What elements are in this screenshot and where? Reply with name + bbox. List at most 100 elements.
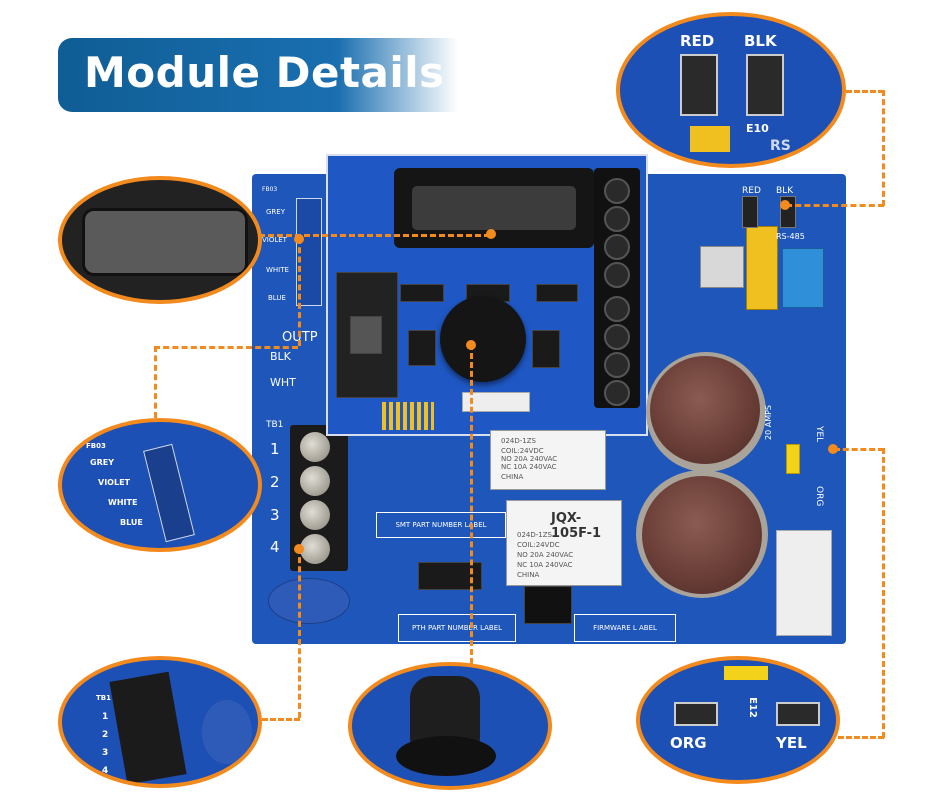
zoom-yellow-header — [690, 126, 730, 152]
callout-line — [786, 204, 884, 207]
zoom-jumper-yel — [776, 702, 820, 726]
rj-connector — [524, 586, 572, 624]
silk-amps: 20 AMPS — [764, 405, 773, 440]
callout-line — [882, 448, 885, 738]
callout-line — [254, 718, 300, 721]
slide-switch — [350, 316, 382, 354]
lcd-screen — [412, 186, 576, 230]
zoom-org-yel-jumpers: E12 ORG YEL — [636, 656, 840, 784]
silk-term-2: 2 — [270, 473, 280, 491]
rotary-knob[interactable] — [440, 296, 526, 382]
terminal-screw-3 — [300, 500, 330, 530]
strip-screw — [604, 352, 630, 378]
zoom-red-label: RED — [680, 32, 715, 50]
capacitor-top — [650, 356, 760, 464]
smt-label-box: SMT PART NUMBER LABEL — [376, 512, 506, 538]
callout-dot — [486, 229, 496, 239]
callout-line — [250, 234, 490, 237]
terminal-screw-2 — [300, 466, 330, 496]
zoom-white-label: WHITE — [108, 498, 138, 507]
callout-line — [838, 736, 884, 739]
zoom-fb-label: FB03 — [86, 442, 106, 450]
zoom-blk-label: BLK — [744, 32, 777, 50]
strip-screw — [604, 296, 630, 322]
silk-violet: VIOLET — [262, 236, 287, 244]
callout-line — [882, 90, 885, 206]
silk-rs485: RS-485 — [776, 232, 805, 241]
pth-label-box: PTH PART NUMBER LABEL — [398, 614, 516, 642]
zoom-org-label: ORG — [670, 734, 707, 752]
callout-line — [298, 548, 301, 718]
silk-wht: WHT — [270, 376, 296, 389]
zoom-wire-header: FB03 GREY VIOLET WHITE BLUE — [58, 418, 262, 552]
zoom-blue-disc — [202, 700, 252, 764]
terminal-screw-4 — [300, 534, 330, 564]
strip-screw — [604, 234, 630, 260]
capacitor-bottom — [642, 476, 762, 594]
ic-u4 — [532, 330, 560, 368]
fb-label: FB03 — [262, 186, 278, 193]
page-title: Module Details — [84, 48, 445, 97]
firmware-label-box: FIRMWARE L ABEL — [574, 614, 676, 642]
callout-dot — [466, 340, 476, 350]
edge-contacts — [382, 402, 434, 430]
zoom-tb1-label: TB1 — [96, 694, 111, 702]
silk-blk: BLK — [270, 350, 291, 363]
silk-org: ORG — [814, 486, 824, 507]
callout-line — [154, 346, 298, 349]
strip-screw — [604, 262, 630, 288]
callout-line — [470, 344, 473, 664]
callout-line — [838, 90, 884, 93]
callout-dot — [294, 544, 304, 554]
silk-term-3: 3 — [270, 506, 280, 524]
zoom-terminal-block: TB1 1 2 3 4 — [58, 656, 262, 788]
zoom-red-blk-jumpers: RED BLK E10 RS — [616, 12, 846, 168]
callout-line — [298, 238, 301, 346]
relay-lower: JQX-105F-1 024D-1ZS COIL:24VDC NO 20A 24… — [506, 500, 622, 586]
zoom-jumper-org — [674, 702, 718, 726]
zoom-display — [58, 176, 262, 304]
strip-screw — [604, 178, 630, 204]
zoom-grey-label: GREY — [90, 458, 114, 467]
silk-term-4: 4 — [270, 538, 280, 556]
white-header-tp — [462, 392, 530, 412]
strip-screw — [604, 380, 630, 406]
ic-u2 — [536, 284, 578, 302]
silk-blk-top: BLK — [776, 186, 794, 196]
small-relay — [700, 246, 744, 288]
fuse-20a — [786, 444, 800, 474]
strip-screw — [604, 206, 630, 232]
zoom-knob-base — [396, 736, 496, 776]
zoom-jumper-blk — [746, 54, 784, 116]
molex-connector — [776, 530, 832, 636]
title-banner — [58, 38, 458, 112]
jumper-red — [742, 196, 758, 228]
silk-grey: GREY — [266, 208, 285, 216]
silk-term-1: 1 — [270, 440, 280, 458]
silk-tb1: TB1 — [266, 420, 284, 430]
callout-line — [834, 448, 884, 451]
zoom-e10-label: E10 — [746, 122, 769, 135]
zoom-fuse — [724, 666, 768, 680]
zoom-num-4: 4 — [102, 766, 109, 776]
silk-white: WHITE — [266, 266, 289, 274]
zoom-e12-label: E12 — [746, 697, 758, 718]
ic-u5 — [400, 284, 444, 302]
zoom-tb-block — [109, 671, 187, 784]
zoom-num-2: 2 — [102, 730, 109, 740]
terminal-screw-1 — [300, 432, 330, 462]
ic-u6 — [408, 330, 436, 366]
callout-line — [154, 346, 157, 418]
relay-upper: 024D-1ZS COIL:24VDC NO 20A 240VAC NC 10A… — [490, 430, 606, 490]
varistor-disc — [268, 578, 350, 624]
silk-yel: YEL — [814, 426, 824, 443]
zoom-num-3: 3 — [102, 748, 109, 758]
zoom-jumper-red — [680, 54, 718, 116]
callout-dot — [828, 444, 838, 454]
zoom-num-1: 1 — [102, 712, 109, 722]
strip-screw — [604, 324, 630, 350]
rs485-jumpers — [746, 226, 778, 310]
callout-dot — [294, 234, 304, 244]
silk-red: RED — [742, 186, 761, 196]
zoom-rs-label: RS — [770, 138, 791, 154]
